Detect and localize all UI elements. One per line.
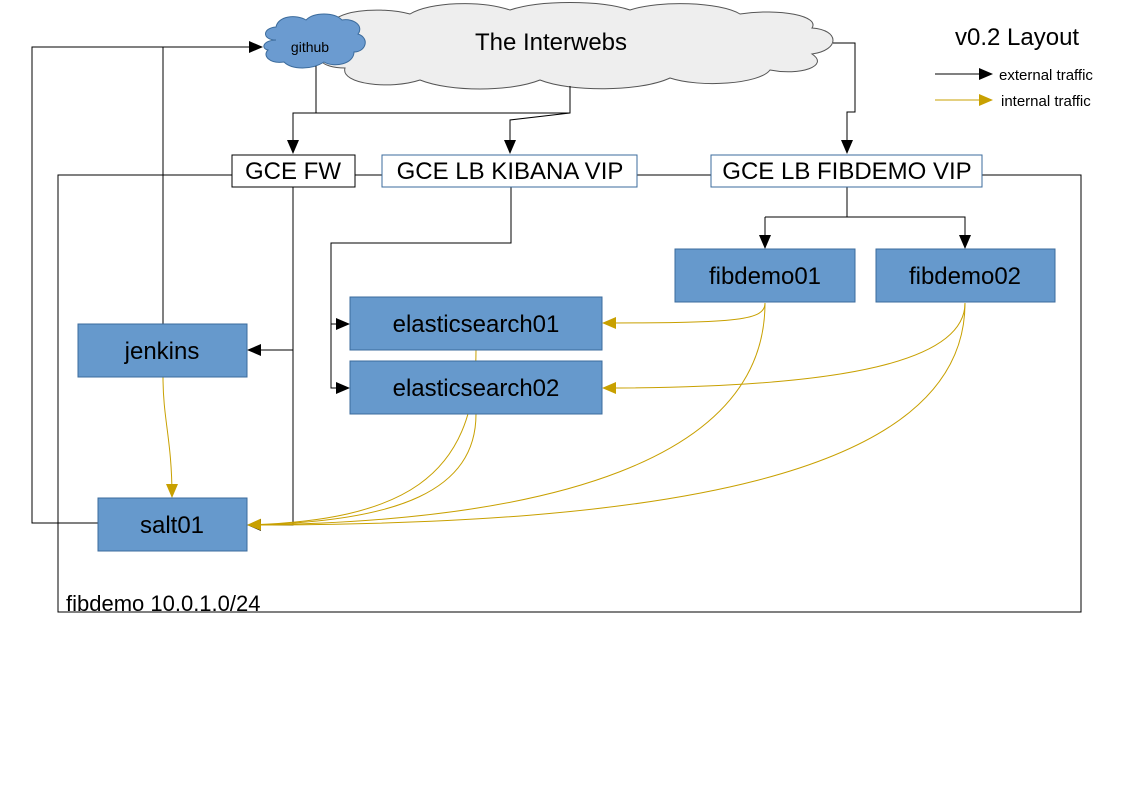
fibdemo01-node: fibdemo01 — [674, 248, 856, 303]
fw-to-salt-link — [247, 350, 294, 531]
gce-lb-kibana-vip-label: GCE LB KIBANA VIP — [397, 158, 624, 185]
internet-to-fw-link — [293, 86, 571, 114]
jenkins-node: jenkins — [77, 323, 248, 378]
gce-lb-fibdemo-vip-label: GCE LB FIBDEMO VIP — [722, 158, 971, 185]
gce-fw-label: GCE FW — [245, 158, 341, 185]
gce-lb-kibana-vip-node: GCE LB KIBANA VIP — [381, 154, 638, 188]
fibdemo02-to-salt-link — [247, 302, 966, 526]
kibana-to-es02-link — [330, 324, 350, 394]
kibana-to-es-link — [330, 187, 512, 324]
legend-internal-label: internal traffic — [1001, 93, 1091, 110]
fibdemo02-to-es02-link — [602, 302, 966, 394]
internet-cloud — [307, 2, 834, 90]
elasticsearch01-label: elasticsearch01 — [393, 311, 560, 338]
fibdemo01-to-es01-link — [602, 302, 766, 329]
jenkins-label: jenkins — [124, 338, 200, 365]
salt-to-github-link — [31, 46, 163, 524]
salt01-label: salt01 — [140, 512, 204, 539]
legend-external-label: external traffic — [999, 67, 1093, 84]
github-to-fw-link — [287, 66, 317, 154]
elasticsearch02-label: elasticsearch02 — [393, 375, 560, 402]
elasticsearch01-node: elasticsearch01 — [349, 296, 603, 351]
fibdemo02-label: fibdemo02 — [909, 263, 1021, 290]
github-label: github — [291, 39, 329, 55]
subnet-label: fibdemo 10.0.1.0/24 — [66, 591, 260, 616]
internet-to-fibdemo-vip-link — [833, 42, 856, 154]
github-cloud — [263, 13, 366, 69]
vip-to-fibdemo02-link — [847, 216, 971, 249]
elasticsearch02-node: elasticsearch02 — [349, 360, 603, 415]
fibdemo02-node: fibdemo02 — [875, 248, 1056, 303]
vip-to-fibdemo-split — [765, 187, 848, 218]
gce-fw-node: GCE FW — [231, 154, 356, 188]
fibdemo01-to-salt-link — [247, 302, 766, 526]
salt01-node: salt01 — [97, 497, 248, 552]
fw-to-jenkins-link — [247, 187, 294, 356]
es02-to-salt-link — [247, 413, 477, 526]
diagram-title: v0.2 Layout — [955, 24, 1079, 51]
fibdemo01-label: fibdemo01 — [709, 263, 821, 290]
gce-lb-fibdemo-vip-node: GCE LB FIBDEMO VIP — [710, 154, 983, 188]
internet-label: The Interwebs — [475, 29, 627, 56]
jenkins-to-salt-link — [162, 376, 178, 498]
internet-to-kibana-link — [504, 112, 571, 154]
